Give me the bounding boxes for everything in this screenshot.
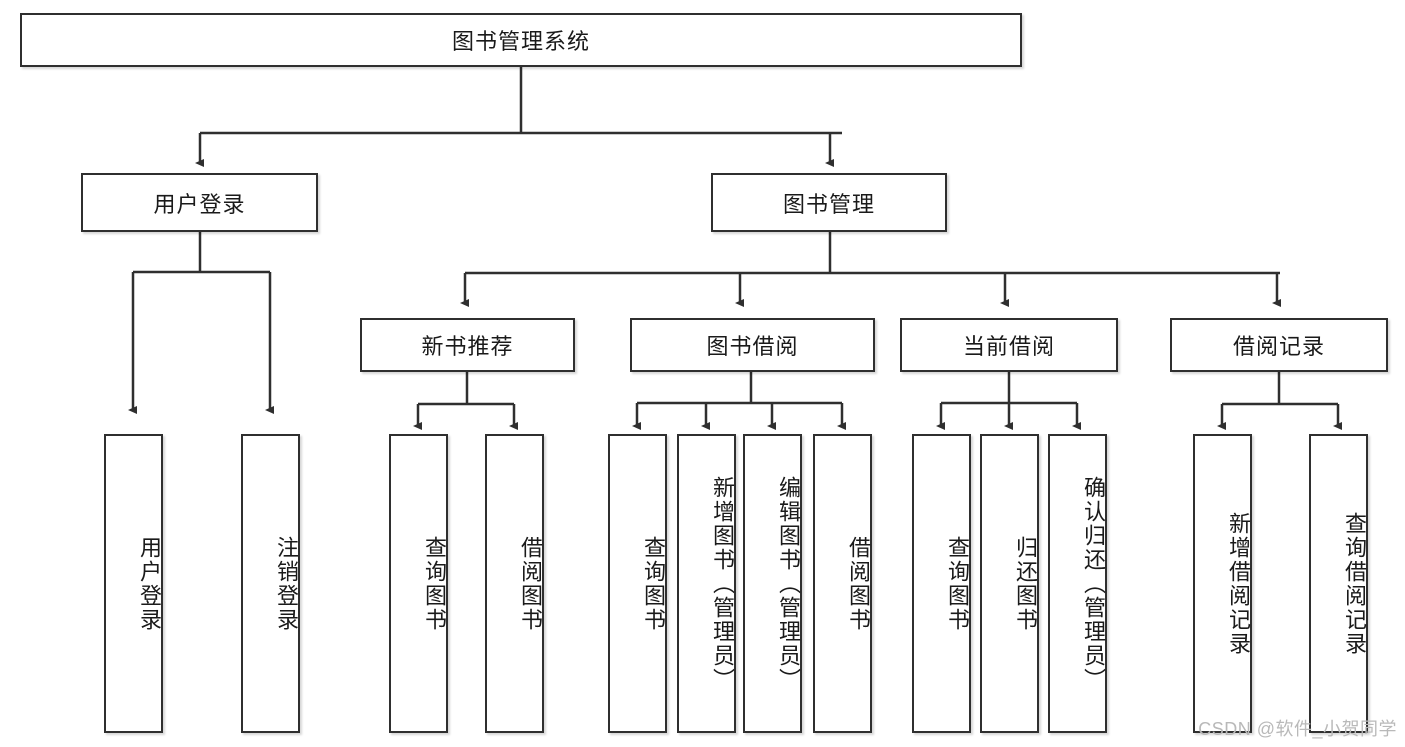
node-label: 借阅图书 [518, 535, 543, 632]
leaf-current-borrow-return-books[interactable]: 归还图书 [980, 434, 1039, 733]
node-label: 新增图书（管理员） [710, 475, 735, 692]
node-current-borrow[interactable]: 当前借阅 [900, 318, 1118, 372]
node-label: 查询图书 [945, 535, 970, 632]
node-label: 新增借阅记录 [1226, 511, 1251, 656]
leaf-book-borrow-query-books[interactable]: 查询图书 [608, 434, 667, 733]
node-label: 归还图书 [1013, 535, 1038, 632]
node-book-borrow[interactable]: 图书借阅 [630, 318, 875, 372]
node-book-management[interactable]: 图书管理 [711, 173, 947, 232]
node-label: 借阅图书 [846, 535, 871, 632]
node-label: 查询借阅记录 [1342, 511, 1367, 656]
leaf-borrow-record-add-record[interactable]: 新增借阅记录 [1193, 434, 1252, 733]
node-label: 借阅记录 [1232, 334, 1325, 359]
leaf-book-borrow-edit-book-admin[interactable]: 编辑图书（管理员） [743, 434, 802, 733]
node-label: 新书推荐 [421, 334, 514, 359]
leaf-current-borrow-confirm-return-admin[interactable]: 确认归还（管理员） [1048, 434, 1107, 733]
node-label: 查询图书 [641, 535, 666, 632]
node-root-book-management-system[interactable]: 图书管理系统 [20, 13, 1022, 67]
csdn-watermark: CSDN @软件_小贺同学 [1198, 719, 1397, 739]
node-borrow-record[interactable]: 借阅记录 [1170, 318, 1388, 372]
node-label: 图书管理 [782, 191, 875, 217]
leaf-book-borrow-borrow-books[interactable]: 借阅图书 [813, 434, 872, 733]
leaf-new-book-query-books[interactable]: 查询图书 [389, 434, 448, 733]
node-user-login[interactable]: 用户登录 [81, 173, 318, 232]
node-new-book-recommend[interactable]: 新书推荐 [360, 318, 575, 372]
node-label: 图书管理系统 [451, 29, 590, 54]
leaf-user-login-login[interactable]: 用户登录 [104, 434, 163, 733]
leaf-borrow-record-query-record[interactable]: 查询借阅记录 [1309, 434, 1368, 733]
node-label: 确认归还（管理员） [1081, 475, 1106, 692]
node-label: 查询图书 [422, 535, 447, 632]
leaf-new-book-borrow-books[interactable]: 借阅图书 [485, 434, 544, 733]
node-label: 图书借阅 [706, 334, 799, 359]
node-label: 用户登录 [137, 535, 162, 632]
leaf-current-borrow-query-books[interactable]: 查询图书 [912, 434, 971, 733]
node-label: 用户登录 [153, 191, 246, 217]
node-label: 当前借阅 [962, 334, 1055, 359]
leaf-user-login-logout[interactable]: 注销登录 [241, 434, 300, 733]
node-label: 注销登录 [274, 535, 299, 632]
leaf-book-borrow-add-book-admin[interactable]: 新增图书（管理员） [677, 434, 736, 733]
node-label: 编辑图书（管理员） [776, 475, 801, 692]
